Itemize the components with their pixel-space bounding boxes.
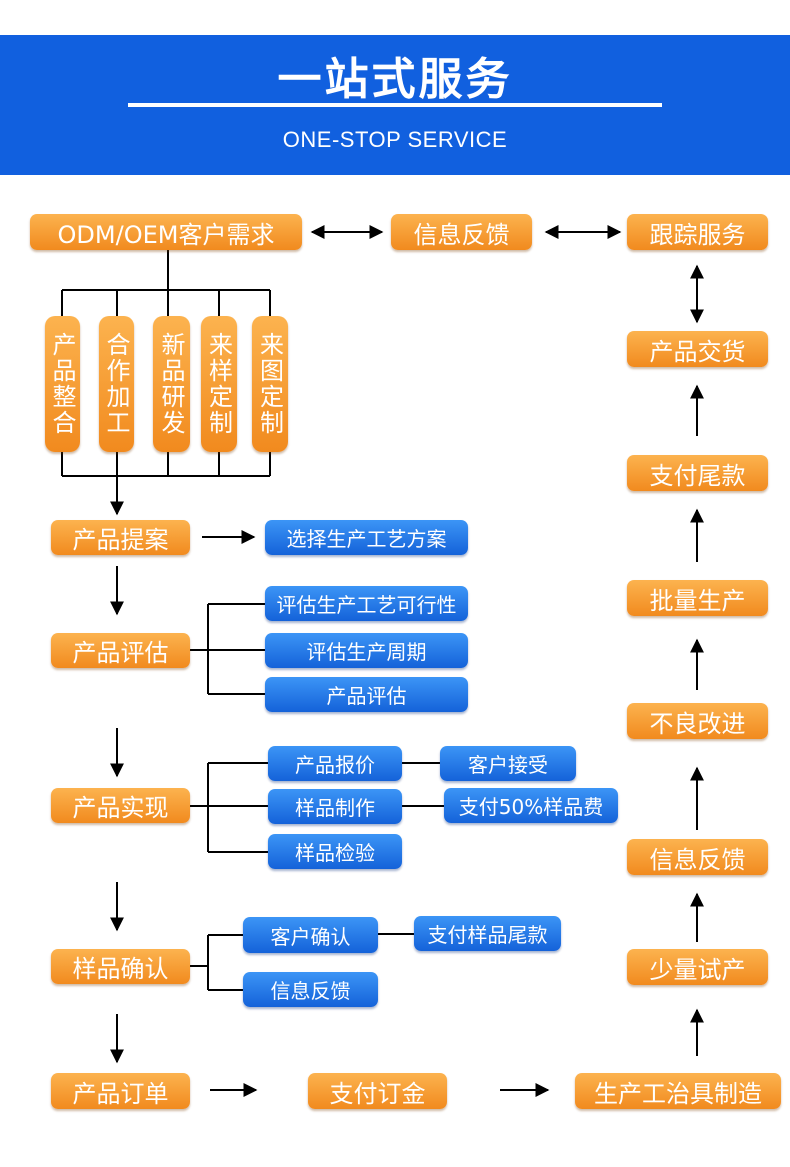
detail-quote: 产品报价 [268, 746, 402, 781]
page-title: 一站式服务 [277, 54, 513, 105]
option-contract-processing: 合作加工 [99, 316, 134, 452]
tracking-service-box: 跟踪服务 [627, 214, 768, 250]
step-trial-production: 少量试产 [627, 949, 768, 985]
step-delivery: 产品交货 [627, 331, 768, 367]
step-final-payment: 支付尾款 [627, 455, 768, 491]
detail-pay-sample-balance: 支付样品尾款 [414, 916, 561, 951]
detail-pay-sample-fee: 支付50%样品费 [444, 788, 618, 823]
step-sample-confirmation: 样品确认 [51, 949, 190, 984]
detail-process-choice: 选择生产工艺方案 [265, 520, 468, 555]
customer-demand-box: ODM/OEM客户需求 [30, 214, 302, 250]
step-proposal: 产品提案 [51, 520, 190, 555]
step-order: 产品订单 [51, 1073, 190, 1109]
feedback-box: 信息反馈 [391, 214, 532, 250]
detail-eval-product: 产品评估 [265, 677, 468, 712]
detail-customer-accept: 客户接受 [440, 746, 576, 781]
option-new-product-development: 新品研发 [153, 316, 190, 452]
page-subtitle: ONE-STOP SERVICE [282, 127, 508, 152]
step-deposit: 支付订金 [308, 1073, 447, 1109]
header-banner: 一站式服务 ONE-STOP SERVICE [0, 35, 790, 175]
title-divider [128, 103, 662, 107]
option-sample-customization: 来样定制 [201, 316, 237, 452]
step-realization: 产品实现 [51, 788, 190, 823]
detail-eval-cycle: 评估生产周期 [265, 633, 468, 668]
step-evaluation: 产品评估 [51, 633, 190, 668]
detail-eval-feasibility: 评估生产工艺可行性 [265, 586, 468, 621]
step-mass-production: 批量生产 [627, 580, 768, 616]
detail-customer-confirm: 客户确认 [243, 917, 378, 953]
detail-sample-inspection: 样品检验 [268, 834, 402, 869]
detail-feedback: 信息反馈 [243, 972, 378, 1007]
step-tooling: 生产工治具制造 [575, 1073, 781, 1109]
detail-sample-making: 样品制作 [268, 789, 402, 824]
option-product-integration: 产品整合 [45, 316, 80, 452]
step-defect-improvement: 不良改进 [627, 703, 768, 739]
step-feedback: 信息反馈 [627, 839, 768, 875]
option-drawing-customization: 来图定制 [252, 316, 288, 452]
